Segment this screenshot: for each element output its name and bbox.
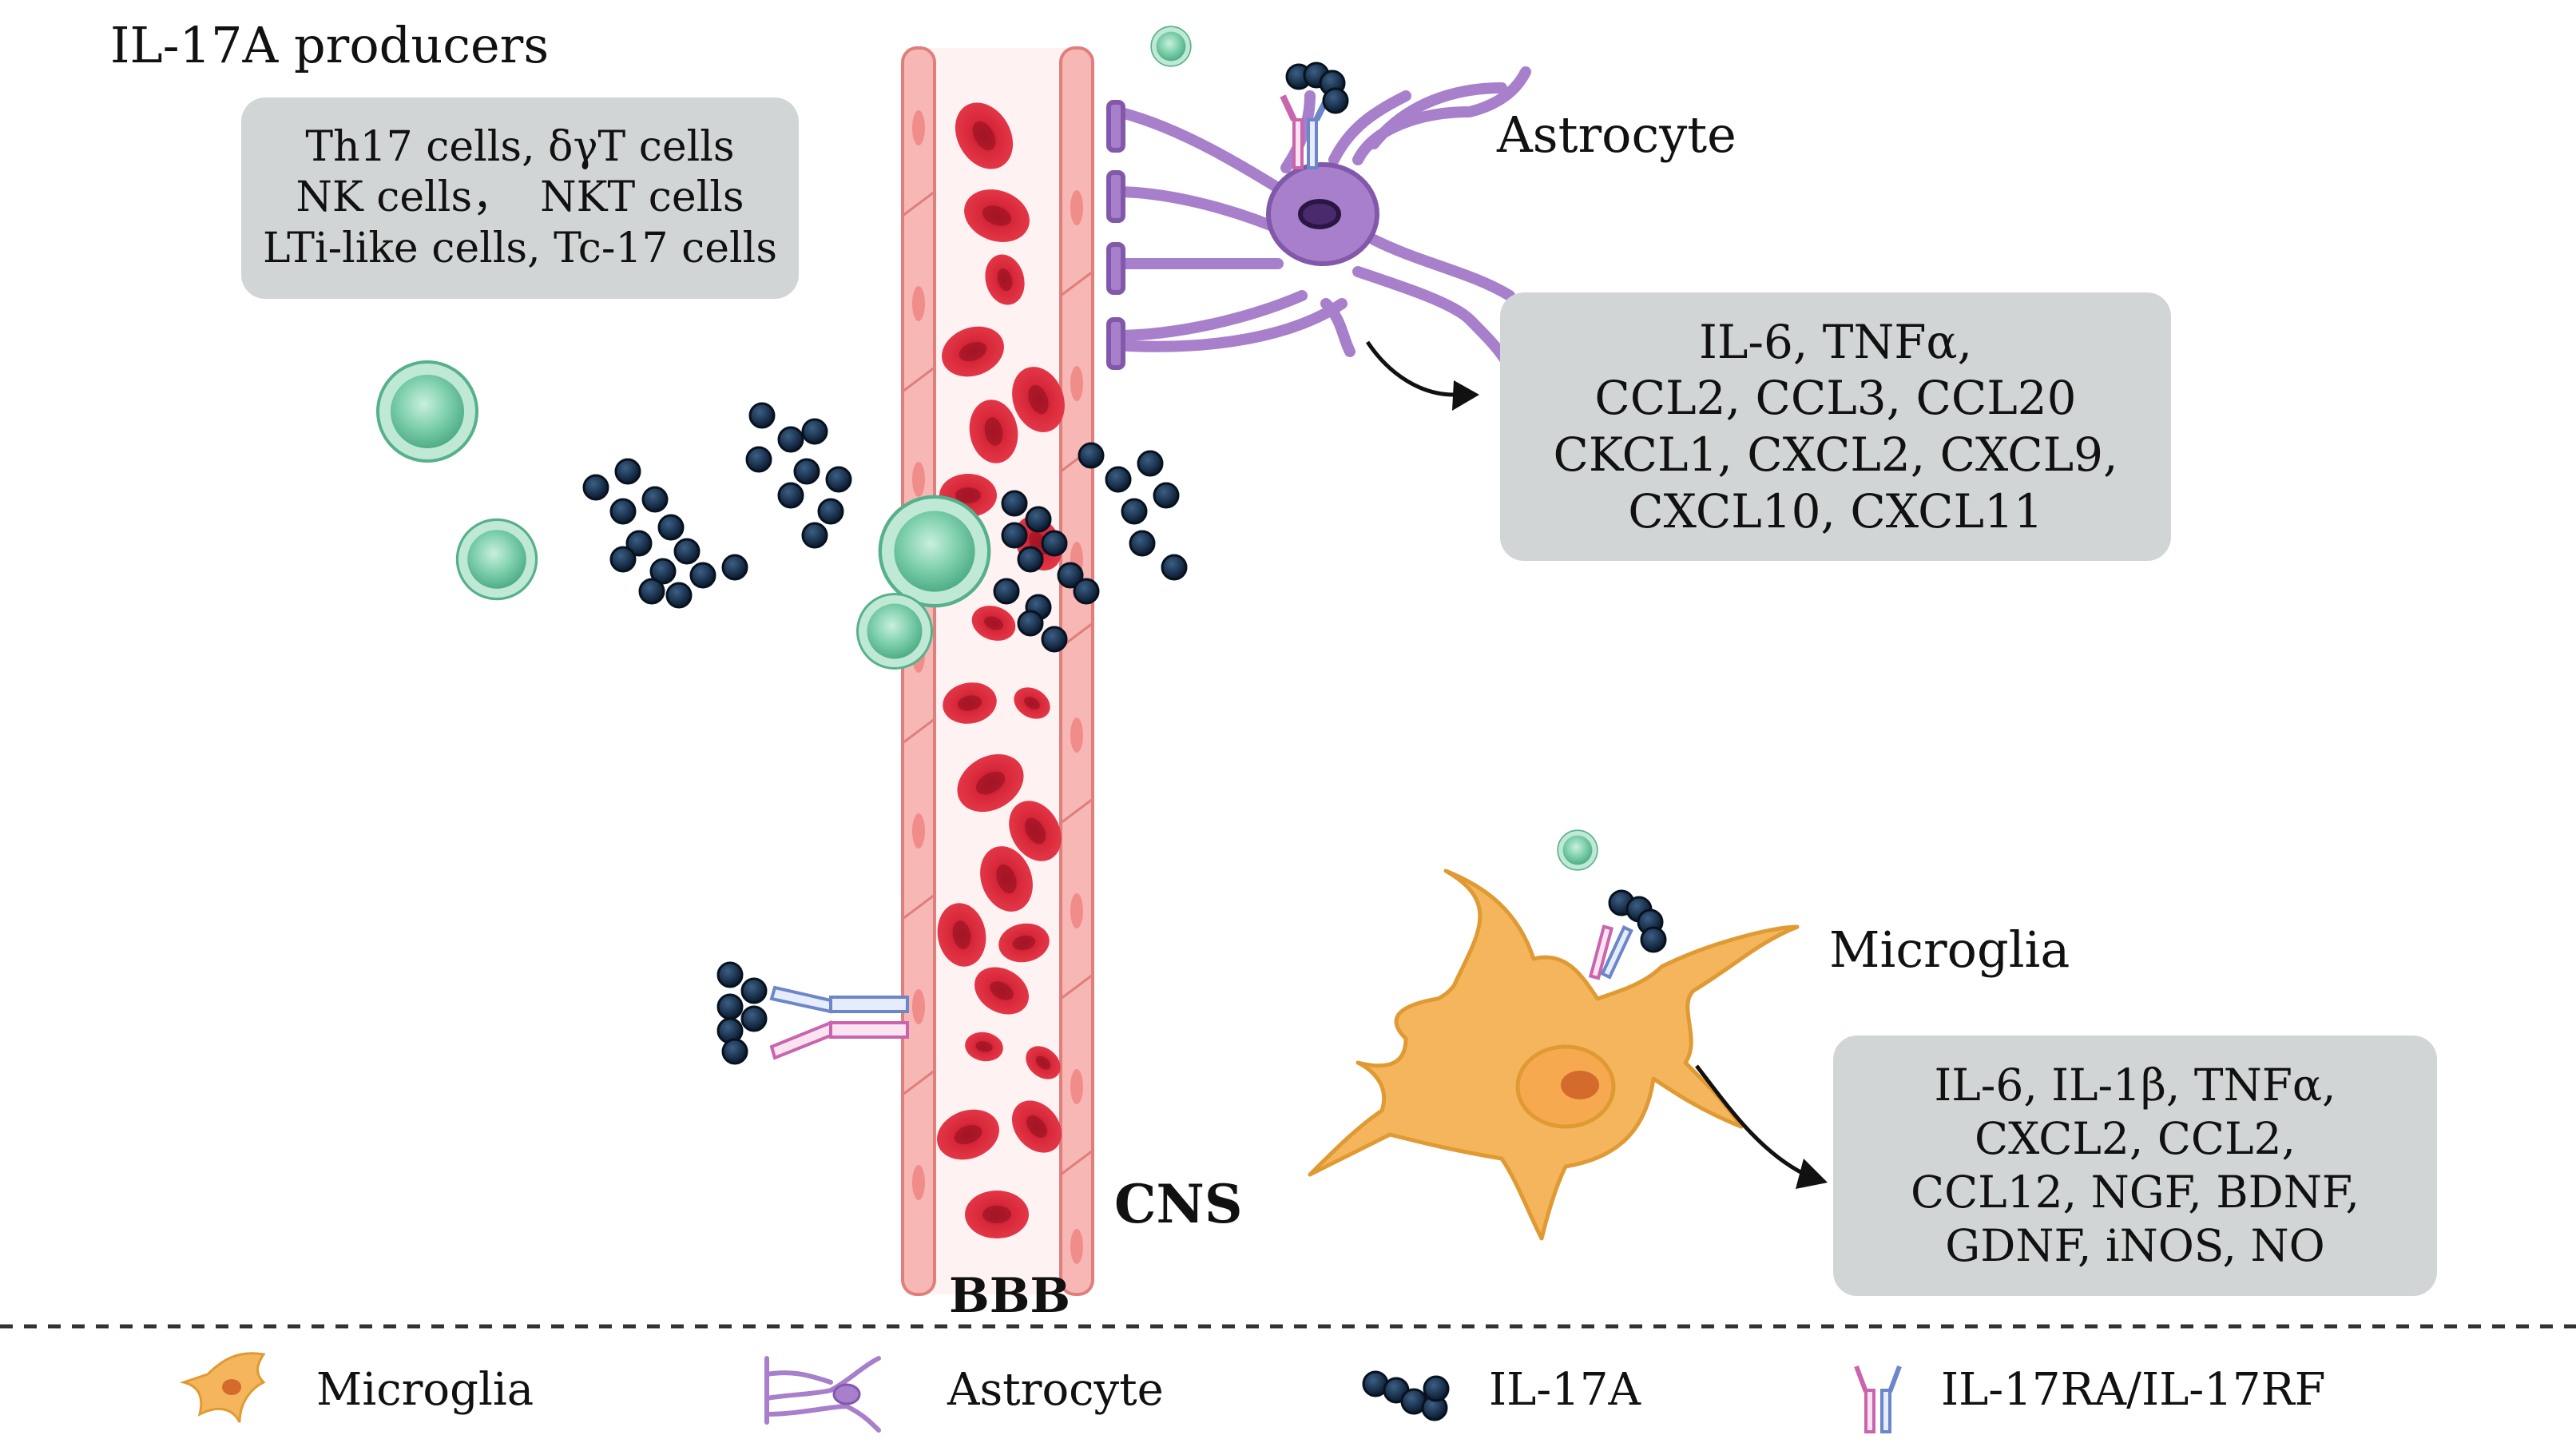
astrocyte-cytokine-box: IL-6, TNFα, CCL2, CCL3, CCL20 CKCL1, CXC… (1500, 292, 2171, 561)
astrocyte-cytokine-line: CKCL1, CXCL2, CXCL9, (1553, 427, 2118, 482)
microglia-arrowhead (1796, 1159, 1828, 1189)
microglia-cytokine-line: CXCL2, CCL2, (1975, 1112, 2296, 1164)
astrocyte-arrow (1365, 340, 1455, 397)
microglia-label: Microglia (1829, 920, 2070, 979)
astrocyte-cell (1106, 66, 1531, 373)
legend-astrocyte-icon (764, 1356, 881, 1433)
astrocyte-arrowhead (1452, 380, 1479, 411)
legend-astrocyte-label: Astrocyte (947, 1364, 1164, 1416)
cns-label: CNS (1114, 1173, 1243, 1235)
legend-receptor-icon (1854, 1365, 1902, 1433)
producers-line: LTi-like cells, Tc-17 cells (262, 224, 778, 272)
producers-line: Th17 cells, δγT cells (305, 122, 735, 171)
legend-il17a-icon (1362, 1370, 1450, 1421)
bbb-il17-receptor (769, 985, 909, 1060)
producers-title: IL-17A producers (110, 16, 550, 74)
astrocyte-label: Astrocyte (1497, 105, 1737, 164)
microglia-cytokine-line: CCL12, NGF, BDNF, (1911, 1167, 2360, 1218)
microglia-cytokine-line: GDNF, iNOS, NO (1945, 1220, 2325, 1272)
microglia-arrow (1695, 1064, 1807, 1177)
astrocyte-cytokine-line: IL-6, TNFα, (1698, 314, 1973, 369)
legend-microglia-icon (179, 1352, 266, 1423)
astrocyte-cytokine-line: CXCL10, CXCL11 (1628, 483, 2043, 539)
astrocyte-cytokine-line: CCL2, CCL3, CCL20 (1594, 371, 2077, 426)
vessel-wall-right (1059, 46, 1094, 1296)
producers-box: Th17 cells, δγT cells NK cells， NKT cell… (241, 97, 799, 299)
microglia-cytokine-box: IL-6, IL-1β, TNFα, CXCL2, CCL2, CCL12, N… (1833, 1036, 2437, 1296)
legend-il17a-label: IL-17A (1489, 1364, 1641, 1416)
microglia-cell (1308, 869, 1800, 1241)
bbb-label: BBB (949, 1268, 1071, 1324)
legend-receptor-label: IL-17RA/IL-17RF (1941, 1364, 2326, 1416)
microglia-cytokine-line: IL-6, IL-1β, TNFα, (1934, 1059, 2336, 1111)
astrocyte-receptor (1280, 62, 1349, 169)
producers-line: NK cells， NKT cells (296, 173, 744, 222)
legend-microglia-label: Microglia (316, 1364, 534, 1416)
il17a-cytokine-clusters (582, 402, 1188, 1065)
microglia-receptor (1588, 889, 1667, 980)
